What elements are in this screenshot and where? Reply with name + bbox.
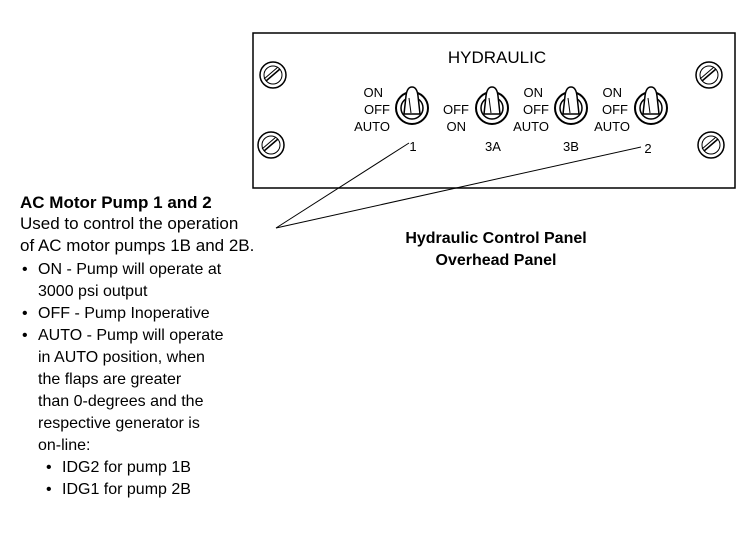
screw-icon xyxy=(259,61,287,89)
list-item-line: OFF - Pump Inoperative xyxy=(38,305,210,322)
list-item-line: in AUTO position, when xyxy=(38,349,205,366)
list-item: ON - Pump will operate at 3000 psi outpu… xyxy=(20,259,320,303)
switch-2-position-on: ON xyxy=(603,85,623,100)
panel-title: HYDRAULIC xyxy=(448,48,546,67)
description-intro-line-1: Used to control the operation xyxy=(20,214,239,233)
list-item: OFF - Pump Inoperative xyxy=(20,303,320,325)
position-list: ON - Pump will operate at 3000 psi outpu… xyxy=(20,259,320,501)
list-item-line: respective generator is xyxy=(38,415,200,432)
list-item-line: 3000 psi output xyxy=(38,283,148,300)
list-item-line: the flaps are greater xyxy=(38,371,182,388)
toggle-switch-3b[interactable] xyxy=(554,86,588,125)
switch-3a-position-on: ON xyxy=(447,119,467,134)
switch-2-position-auto: AUTO xyxy=(594,119,630,134)
description-block: AC Motor Pump 1 and 2 Used to control th… xyxy=(20,192,320,501)
switch-1-position-auto: AUTO xyxy=(354,119,390,134)
switch-1-position-off: OFF xyxy=(364,102,390,117)
screw-icon xyxy=(695,61,723,89)
switch-3b-position-auto: AUTO xyxy=(513,119,549,134)
description-heading: AC Motor Pump 1 and 2 xyxy=(20,193,212,212)
caption-line-2: Overhead Panel xyxy=(435,252,557,269)
switch-2-label: 2 xyxy=(644,141,651,156)
screw-icon xyxy=(257,131,285,159)
generator-sublist: IDG2 for pump 1B IDG1 for pump 2B xyxy=(44,457,320,501)
switch-1-position-on: ON xyxy=(364,85,384,100)
screw-icon xyxy=(697,131,725,159)
switch-3a-label: 3A xyxy=(485,139,501,154)
leader-line-switch-2 xyxy=(275,146,642,229)
toggle-switch-2[interactable] xyxy=(634,86,668,125)
list-item-line: AUTO - Pump will operate xyxy=(38,327,224,344)
toggle-switch-1[interactable] xyxy=(395,86,429,125)
switch-1-label: 1 xyxy=(409,139,416,154)
switch-3b-label: 3B xyxy=(563,139,579,154)
toggle-switch-3a[interactable] xyxy=(475,86,509,125)
figure-caption: Hydraulic Control Panel Overhead Panel xyxy=(368,228,624,272)
sub-list-item: IDG1 for pump 2B xyxy=(44,479,320,501)
switch-2-position-off: OFF xyxy=(602,102,628,117)
list-item-line: than 0-degrees and the xyxy=(38,393,204,410)
caption-line-1: Hydraulic Control Panel xyxy=(405,230,587,247)
list-item-line: ON - Pump will operate at xyxy=(38,261,222,278)
sub-list-item: IDG2 for pump 1B xyxy=(44,457,320,479)
leader-line-switch-1 xyxy=(275,142,410,229)
description-intro-line-2: of AC motor pumps 1B and 2B. xyxy=(20,236,255,255)
list-item: AUTO - Pump will operate in AUTO positio… xyxy=(20,325,320,501)
list-item-line: on-line: xyxy=(38,437,91,454)
switch-3a-position-off: OFF xyxy=(443,102,469,117)
switch-3b-position-off: OFF xyxy=(523,102,549,117)
switch-3b-position-on: ON xyxy=(524,85,544,100)
